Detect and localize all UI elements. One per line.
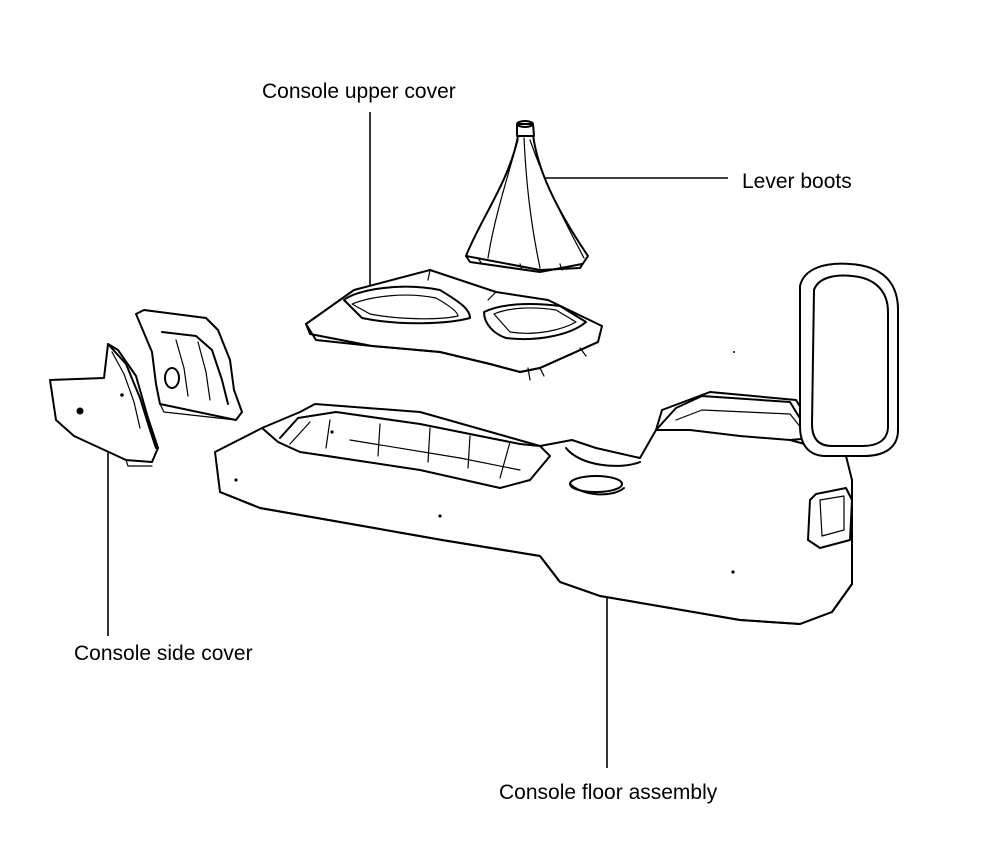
label-console-floor-assembly: Console floor assembly [499,781,718,804]
console-upper-cover-drawing [305,269,603,381]
lever-boots-drawing [465,120,589,273]
label-lever-boots: Lever boots [742,170,852,193]
armrest-lid-drawing [799,262,899,457]
label-console-side-cover: Console side cover [74,642,253,665]
console-floor-assembly-drawing [214,391,853,625]
speck [733,351,735,353]
console-side-cover-drawing [49,309,243,467]
label-console-upper-cover: Console upper cover [262,80,456,103]
